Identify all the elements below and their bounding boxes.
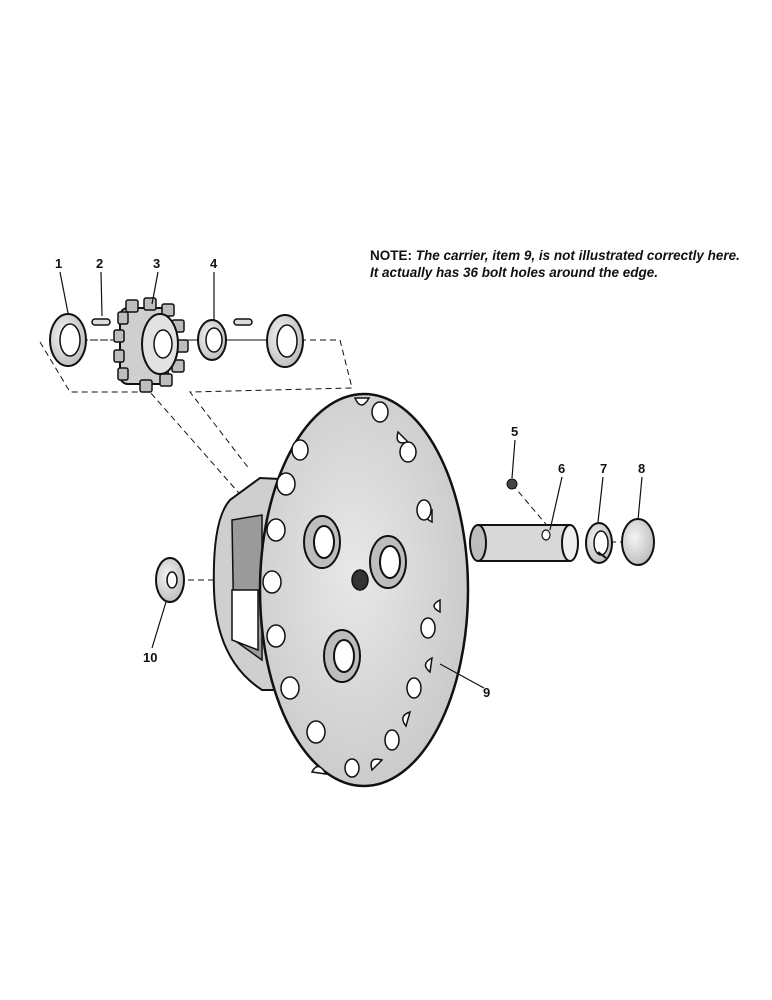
callout-1: 1 bbox=[55, 256, 62, 271]
part-1-thrust-washer bbox=[49, 313, 87, 367]
part-4-bearing-ring bbox=[197, 319, 227, 361]
callout-6: 6 bbox=[558, 461, 565, 476]
part-8-cap bbox=[621, 518, 655, 566]
part-6-planet-pin bbox=[469, 524, 579, 562]
callout-3: 3 bbox=[153, 256, 160, 271]
part-2-pin bbox=[91, 318, 111, 326]
note-label: NOTE: bbox=[370, 248, 412, 263]
callout-9: 9 bbox=[483, 685, 490, 700]
leader-lines bbox=[59, 271, 643, 689]
callout-10: 10 bbox=[143, 650, 157, 665]
callout-4: 4 bbox=[210, 256, 218, 271]
part-10-washer bbox=[155, 557, 185, 603]
part-2-pin-second bbox=[233, 318, 253, 326]
part-9-carrier bbox=[212, 392, 470, 788]
callout-7: 7 bbox=[600, 461, 607, 476]
part-7-snap-ring bbox=[585, 522, 613, 564]
callout-labels: 1 2 3 4 5 6 7 8 9 10 bbox=[55, 256, 645, 700]
callout-5: 5 bbox=[511, 424, 518, 439]
part-3-gear bbox=[113, 297, 189, 393]
callout-8: 8 bbox=[638, 461, 645, 476]
part-1-thrust-washer-second bbox=[266, 314, 304, 368]
part-5-lock-ball bbox=[506, 478, 518, 490]
callout-2: 2 bbox=[96, 256, 103, 271]
note-text: The carrier, item 9, is not illustrated … bbox=[370, 248, 740, 280]
note: NOTE: The carrier, item 9, is not illust… bbox=[370, 247, 742, 281]
